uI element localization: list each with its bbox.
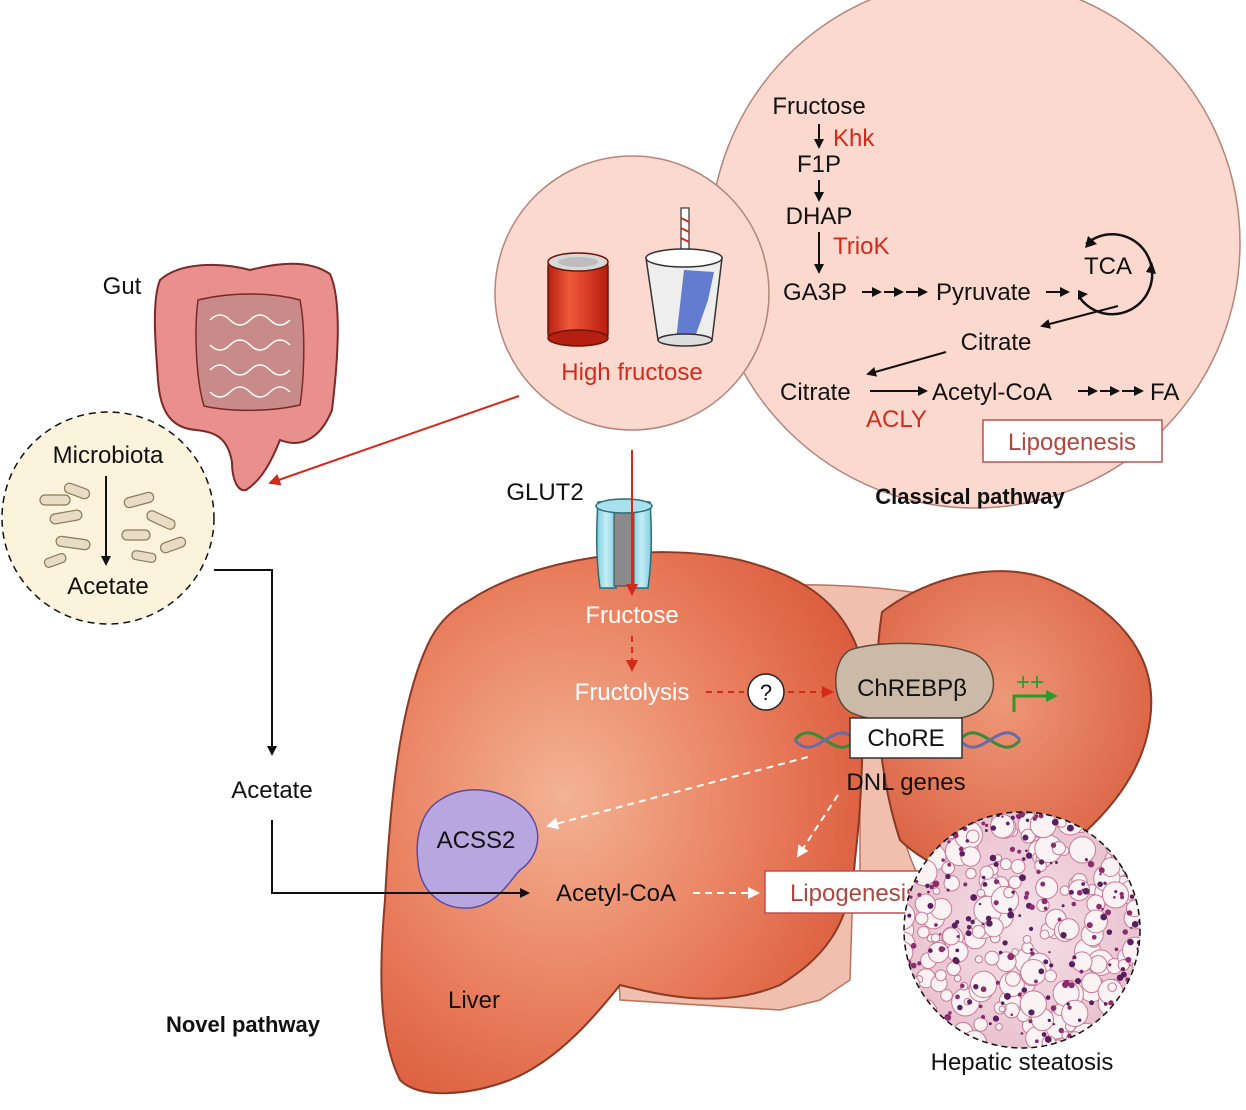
gut-illustration xyxy=(153,262,339,492)
triok-enzyme-label: TrioK xyxy=(833,233,889,260)
khk-enzyme-label: Khk xyxy=(833,125,875,152)
high-fructose-label: High fructose xyxy=(561,359,702,386)
high-fructose-circle xyxy=(494,155,770,431)
soda-can-icon xyxy=(547,252,609,347)
chore-label: ChoRE xyxy=(867,725,944,752)
dnl-genes-label: DNL genes xyxy=(846,769,965,796)
acss2-enzyme xyxy=(416,788,539,909)
acss2-label: ACSS2 xyxy=(437,827,516,854)
drink-cup-icon xyxy=(645,207,723,347)
classical-pathway-caption: Classical pathway xyxy=(875,484,1065,509)
high-fructose-inset: High fructose xyxy=(494,155,770,431)
chore-element-box xyxy=(849,717,963,759)
circulating-acetate-label: Acetate xyxy=(231,777,312,804)
gut-acetate-label: Acetate xyxy=(67,573,148,600)
transcription-activation-arrow xyxy=(1012,690,1058,712)
lipogenesis-novel-label: Lipogenesis xyxy=(790,880,918,907)
upregulation-label: ++ xyxy=(1016,669,1044,696)
citrate-mito-label: Citrate xyxy=(961,329,1032,356)
liver-fructose-label: Fructose xyxy=(585,602,678,629)
lipogenesis-box-classical xyxy=(982,419,1163,463)
hepatic-steatosis-label: Hepatic steatosis xyxy=(931,1049,1114,1076)
bacteria-icon xyxy=(39,482,187,568)
dna-helix xyxy=(793,731,1022,749)
liver-main-lobe xyxy=(380,551,864,1095)
pyruvate-label: Pyruvate xyxy=(936,279,1031,306)
citrate-cyto-label: Citrate xyxy=(780,379,851,406)
chrebp-protein xyxy=(835,642,995,722)
acetyl-coa-novel-label: Acetyl-CoA xyxy=(556,880,676,907)
arrow-fructose-to-gut xyxy=(268,395,520,486)
tca-label: TCA xyxy=(1084,253,1132,280)
arrow-citrate-export xyxy=(866,351,947,377)
dhap-label: DHAP xyxy=(786,203,853,230)
arrow-tca-citrate xyxy=(1040,305,1119,329)
gut-label: Gut xyxy=(103,273,142,300)
microbiota-label: Microbiota xyxy=(53,442,164,469)
glut2-label: GLUT2 xyxy=(506,479,583,506)
arrow-dnl-acss2 xyxy=(546,756,809,830)
arrow-dnl-lipogenesis xyxy=(796,794,839,858)
glut2-transporter xyxy=(595,498,653,589)
unknown-mediator-label: ? xyxy=(760,680,772,705)
novel-pathway-caption: Novel pathway xyxy=(166,1012,321,1037)
ga3p-label: GA3P xyxy=(783,279,847,306)
fa-label: FA xyxy=(1150,379,1179,406)
microbiota-inset: Microbiota Acetate xyxy=(1,411,215,625)
f1p-label: F1P xyxy=(797,151,841,178)
tca-cycle: TCA xyxy=(1078,233,1156,316)
unknown-mediator-circle xyxy=(747,673,785,711)
acly-enzyme-label: ACLY xyxy=(866,406,927,433)
lipogenesis-classical-label: Lipogenesis xyxy=(1008,429,1136,456)
arrow-acetate-acetylcoa xyxy=(271,820,530,898)
fructose-label: Fructose xyxy=(772,93,865,120)
classical-pathway-inset: Fructose Khk F1P DHAP TrioK GA3P Pyruvat… xyxy=(709,0,1241,509)
fructolysis-label: Fructolysis xyxy=(575,679,690,706)
chrebp-label: ChREBPβ xyxy=(857,675,967,702)
acetyl-coa-classical-label: Acetyl-CoA xyxy=(932,379,1052,406)
arrow-gut-acetate-to-liver xyxy=(214,569,277,756)
liver-illustration: Liver xyxy=(380,551,1153,1095)
liver-label: Liver xyxy=(448,987,500,1014)
microbiota-circle xyxy=(1,411,215,625)
